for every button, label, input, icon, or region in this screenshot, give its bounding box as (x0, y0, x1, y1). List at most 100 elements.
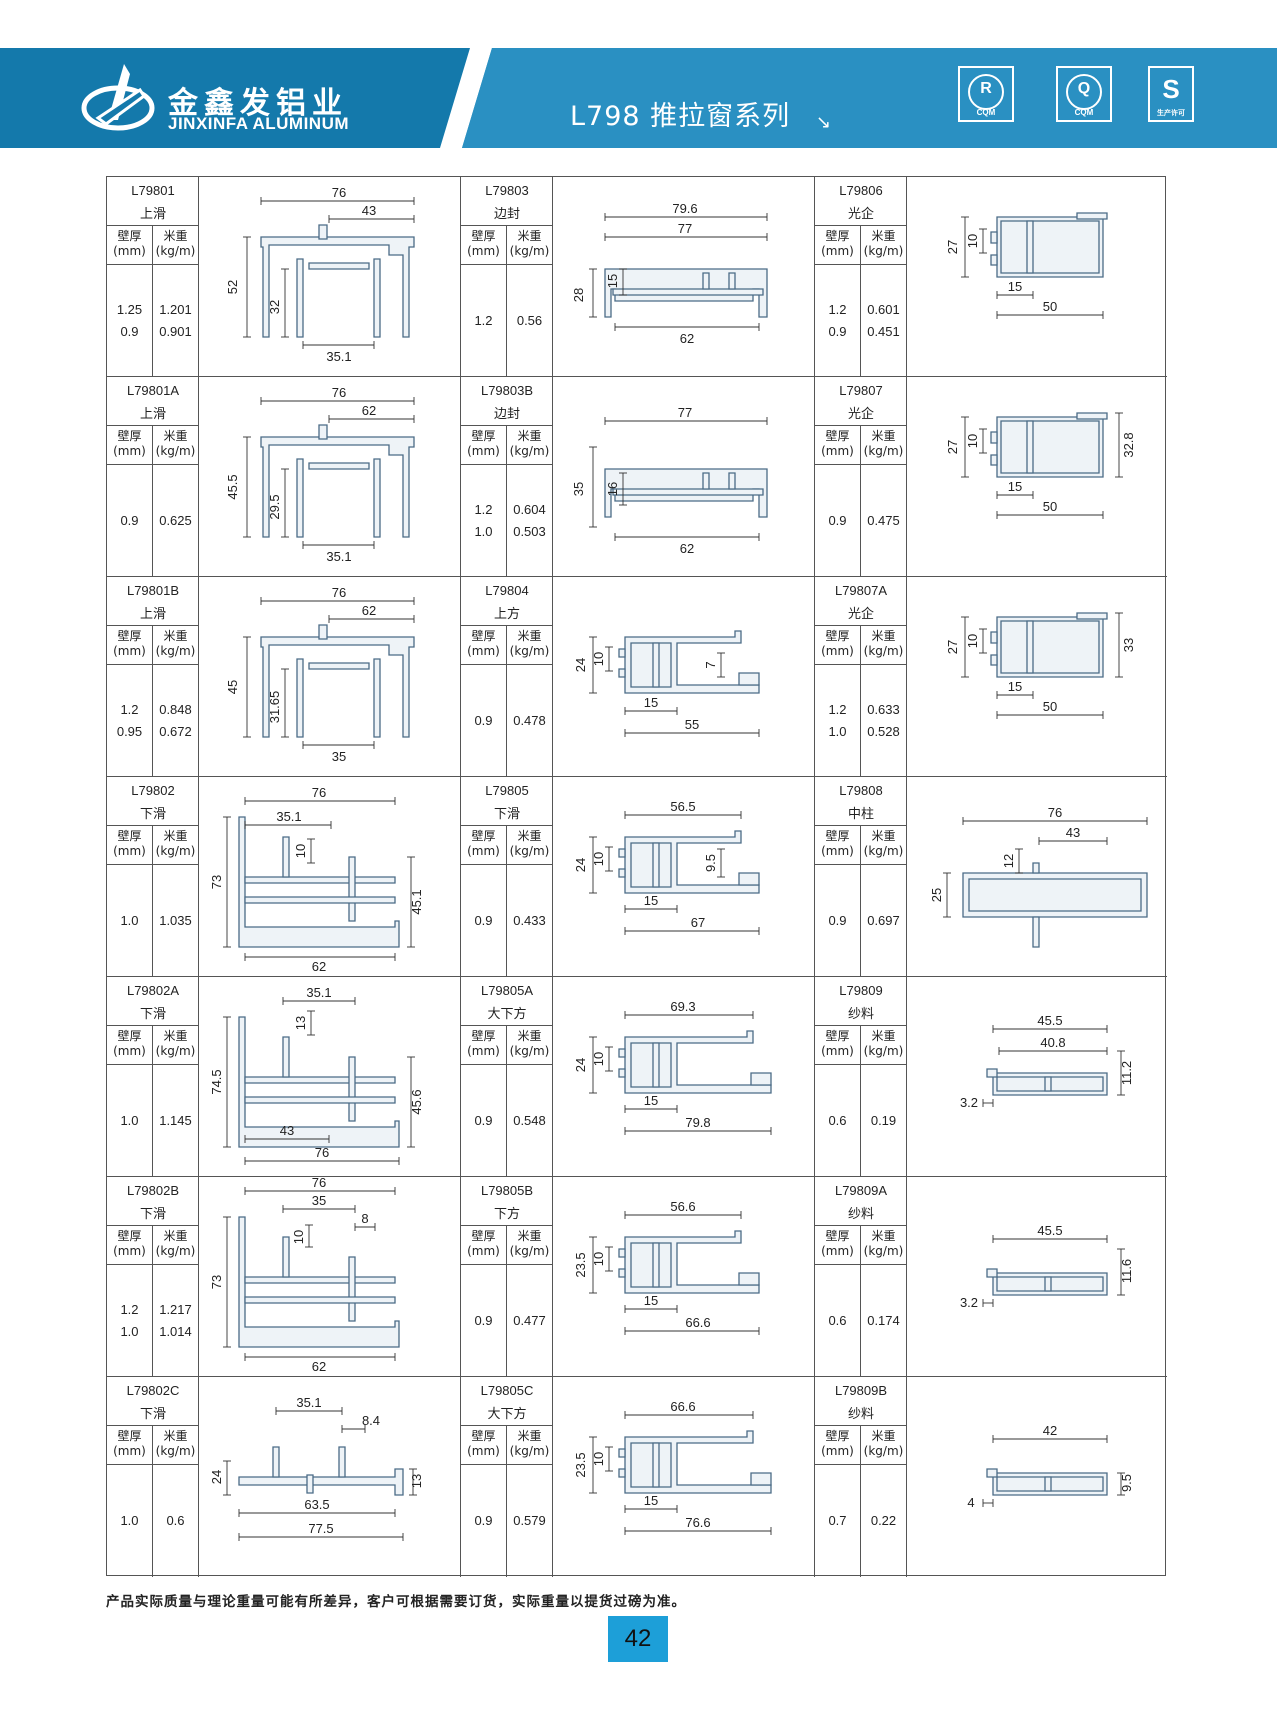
dimension-label: 76 (332, 185, 346, 200)
dimension-label: 35.1 (296, 1395, 321, 1410)
product-name: 上滑 (139, 407, 166, 422)
product-code: L79805C (480, 1383, 534, 1398)
dimension-label: 35.1 (306, 985, 331, 1000)
dimension-label: 33 (1121, 638, 1136, 652)
product-name: 纱料 (847, 1407, 874, 1422)
dimension-label: 62 (680, 541, 694, 556)
product-code: L79805A (480, 983, 534, 998)
weight-per-meter-header: 米重(kg/m) (863, 1429, 904, 1458)
dimension-label: 50 (1043, 299, 1057, 314)
product-name: 边封 (493, 207, 520, 222)
dimension-label: 10 (965, 634, 980, 648)
weight-per-meter-header: 米重(kg/m) (155, 429, 196, 458)
product-name: 下滑 (493, 807, 520, 822)
dimension-label: 76 (332, 385, 346, 400)
wall-thickness-header: 壁厚(mm) (467, 229, 500, 258)
wall-thickness-header: 壁厚(mm) (821, 229, 854, 258)
wall-thickness-values: 0.9 (474, 912, 493, 928)
dimension-label: 63.5 (304, 1497, 329, 1512)
product-code: L79803B (480, 383, 534, 398)
weight-per-meter-values: 0.697 (867, 912, 900, 928)
brand-name-cn: 金鑫发铝业 (168, 86, 348, 121)
dimension-label: 3.2 (960, 1095, 978, 1110)
dimension-label: 50 (1043, 499, 1057, 514)
dimension-label: 15 (644, 1293, 658, 1308)
weight-per-meter-header: 米重(kg/m) (155, 829, 196, 858)
weight-per-meter-header: 米重(kg/m) (509, 429, 550, 458)
wall-thickness-values: 0.6 (828, 1112, 847, 1128)
product-code: L79805 (485, 783, 529, 798)
wall-thickness-header: 壁厚(mm) (113, 829, 146, 858)
weight-per-meter-values: 0.56 (516, 312, 543, 328)
wall-thickness-values: 1.0 (120, 912, 139, 928)
dimension-label: 15 (644, 695, 658, 710)
product-code: L79802B (126, 1183, 180, 1198)
dimension-label: 10 (591, 1452, 606, 1466)
dimension-label: 35.1 (326, 349, 351, 364)
weight-per-meter-values: 1.145 (159, 1112, 192, 1128)
product-name: 中柱 (847, 807, 874, 822)
wall-thickness-header: 壁厚(mm) (467, 1029, 500, 1058)
profile-cross-section: 45.540.811.23.2 (960, 1013, 1134, 1110)
wall-thickness-values: 0.9 (474, 1512, 493, 1528)
weight-per-meter-values: 0.22 (870, 1512, 897, 1528)
product-name: 光企 (847, 407, 874, 422)
product-name: 大下方 (487, 1007, 527, 1022)
dimension-label: 76 (332, 585, 346, 600)
product-code: L79805B (480, 1183, 534, 1198)
dimension-label: 10 (591, 1252, 606, 1266)
weight-per-meter-values: 0.478 (513, 712, 546, 728)
wall-thickness-header: 壁厚(mm) (113, 1429, 146, 1458)
product-code: L79809A (834, 1183, 888, 1198)
dimension-label: 45.5 (225, 474, 240, 499)
product-name: 光企 (847, 207, 874, 222)
dimension-label: 9.5 (1119, 1474, 1134, 1492)
weight-per-meter-values: 0.174 (867, 1312, 900, 1328)
product-name: 下滑 (139, 1007, 166, 1022)
dimension-label: 29.5 (267, 494, 282, 519)
product-code: L79806 (839, 183, 883, 198)
brand-name-en: JINXINFA ALUMINUM (168, 114, 350, 133)
wall-thickness-header: 壁厚(mm) (821, 829, 854, 858)
dimension-label: 76 (1048, 805, 1062, 820)
dimension-label: 7 (703, 661, 718, 668)
weight-per-meter-header: 米重(kg/m) (863, 1229, 904, 1258)
product-code: L79801B (126, 583, 180, 598)
dimension-label: 77.5 (308, 1521, 333, 1536)
dimension-label: 73 (209, 1275, 224, 1289)
dimension-label: 67 (691, 915, 705, 930)
dimension-label: 55 (685, 717, 699, 732)
weight-per-meter-values: 0.625 (159, 512, 192, 528)
weight-per-meter-header: 米重(kg/m) (155, 1429, 196, 1458)
weight-per-meter-values: 0.579 (513, 1512, 546, 1528)
profile-cross-section: 45.511.63.2 (960, 1223, 1134, 1310)
weight-per-meter-header: 米重(kg/m) (863, 829, 904, 858)
wall-thickness-header: 壁厚(mm) (467, 829, 500, 858)
dimension-label: 10 (291, 1230, 306, 1244)
product-name: 纱料 (847, 1207, 874, 1222)
weight-per-meter-header: 米重(kg/m) (509, 629, 550, 658)
